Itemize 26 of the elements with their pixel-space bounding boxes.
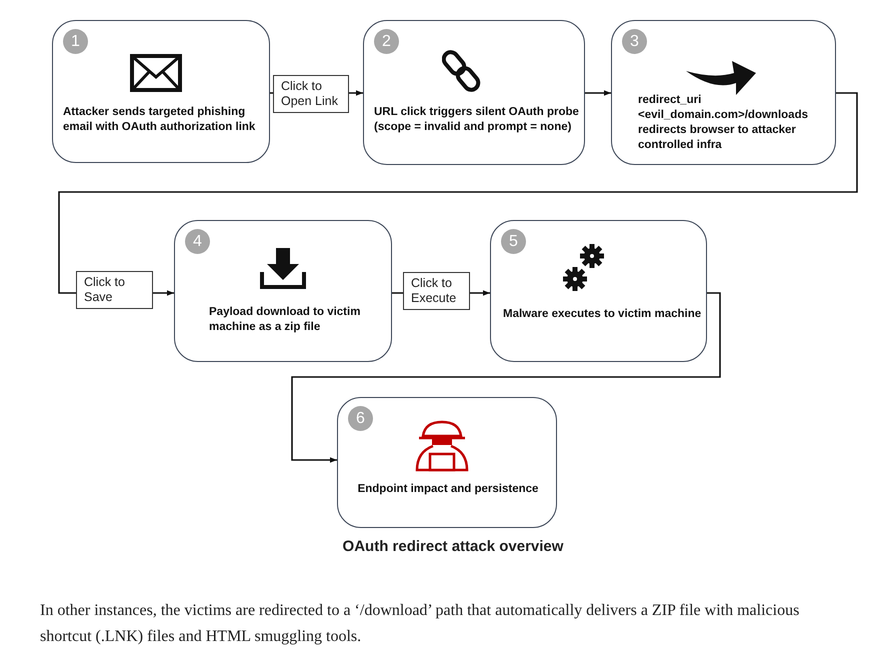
step-number: 1 — [63, 29, 88, 54]
step-text: Malware executes to victim machine — [503, 307, 702, 322]
connector-arrow — [291, 292, 721, 463]
edge-label: Click to Save — [76, 271, 153, 309]
figure-caption: OAuth redirect attack overview — [342, 538, 564, 555]
step-number: 6 — [348, 406, 373, 431]
edge-label: Click to Execute — [403, 272, 470, 310]
body-paragraph: In other instances, the victims are redirected to a ‘/download’ path that automatically delivers a ZIP file with malicious shortcut (.LNK) files and HTML smuggling tools. — [40, 601, 800, 647]
step-number: 5 — [501, 229, 526, 254]
edge-label: Click to Open Link — [273, 75, 349, 113]
step-box — [52, 20, 270, 163]
step-box — [363, 20, 585, 165]
step-text: Payload download to victim machine as a zip file — [209, 305, 362, 335]
connector-arrow — [58, 92, 858, 296]
step-text: URL click triggers silent OAuth probe (scope = invalid and prompt = none) — [374, 105, 580, 135]
step-box — [337, 397, 557, 528]
step-number: 2 — [374, 29, 399, 54]
step-text: Endpoint impact and persistence — [356, 482, 540, 497]
step-number: 4 — [185, 229, 210, 254]
step-box — [490, 220, 707, 362]
step-number: 3 — [622, 29, 647, 54]
step-box — [611, 20, 836, 165]
connector-arrow — [585, 90, 611, 96]
step-text: redirect_uri <evil_domain.com>/downloads redirects browser to attacker controlled infra — [638, 93, 809, 153]
step-box — [174, 220, 392, 362]
step-text: Attacker sends targeted phishing email with OAuth authorization link — [63, 105, 256, 135]
